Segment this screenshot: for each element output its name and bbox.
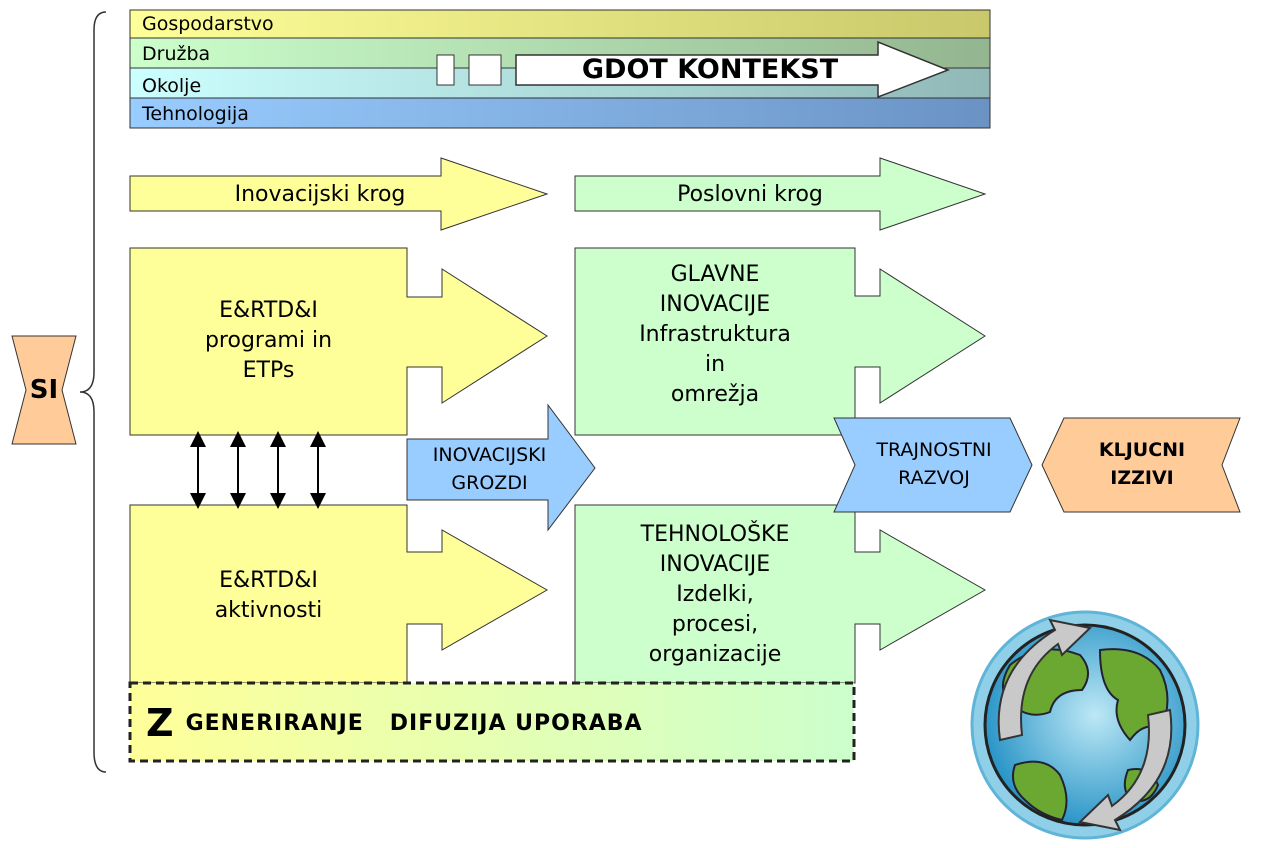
key-challenges-line-2: IZZIVI (1110, 467, 1174, 489)
programs-line-3: ETPs (242, 358, 295, 383)
si-label: SI (29, 375, 59, 405)
clusters-line-2: GROZDI (451, 472, 528, 494)
programs-line-1: E&RTD&I (219, 298, 318, 323)
activities-text: E&RTD&I aktivnosti (130, 566, 407, 626)
clusters-text: INOVACIJSKI GROZDI (407, 441, 572, 497)
band-label-druzba: Družba (130, 40, 990, 68)
bottom-phrase: GENERIRANJE DIFUZIJA UPORABA (185, 710, 643, 736)
band-text-gospodarstvo: Gospodarstvo (142, 13, 274, 35)
bottom-letter: Z (146, 701, 174, 745)
band-tehnologija (129, 97, 991, 129)
gdot-small-box-1 (436, 54, 455, 86)
band-text-tehnologija: Tehnologija (142, 103, 249, 125)
key-challenges-text: KLJUCNI IZZIVI (1054, 436, 1230, 492)
gdot-label: GDOT KONTEKST (581, 54, 839, 85)
major-line-1: GLAVNE (670, 262, 760, 287)
major-innovations-block (574, 247, 986, 436)
band-label-gospodarstvo: Gospodarstvo (130, 10, 990, 38)
band-gospodarstvo (129, 9, 991, 39)
innovation-cycle-label: Inovacijski krog (234, 182, 406, 207)
innovation-cycle-arrow (129, 157, 549, 231)
tech-line-4: procesi, (671, 612, 759, 637)
globe-icon (970, 610, 1200, 840)
gdot-small-box-2 (468, 54, 502, 86)
band-label-tehnologija: Tehnologija (130, 100, 990, 128)
tech-line-1: TEHNOLOŠKE (640, 522, 790, 547)
sustainable-line-2: RAZVOJ (898, 467, 970, 489)
business-cycle-arrow (574, 157, 987, 231)
major-innovations-text: GLAVNE INOVACIJE Infrastruktura in omrež… (575, 260, 855, 410)
left-brace (79, 11, 107, 773)
activities-line-1: E&RTD&I (219, 568, 318, 593)
business-cycle-label: Poslovni krog (677, 182, 823, 207)
gdot-arrow (515, 40, 951, 99)
tech-line-3: Izdelki, (676, 582, 754, 607)
programs-line-2: programi in (204, 328, 333, 353)
bottom-dashed-box (128, 681, 856, 763)
major-line-4: in (704, 352, 726, 377)
major-line-2: INOVACIJE (659, 292, 771, 317)
major-line-3: Infrastruktura (639, 322, 791, 347)
programs-block (129, 247, 548, 436)
bottom-text: Z GENERIRANJE DIFUZIJA UPORABA (146, 700, 846, 746)
si-chevron (11, 335, 77, 445)
key-challenges-line-1: KLJUCNI (1098, 439, 1186, 461)
sustainable-text: TRAJNOSTNI RAZVOJ (846, 436, 1022, 492)
clusters-line-1: INOVACIJSKI (432, 444, 547, 466)
activities-line-2: aktivnosti (214, 598, 323, 623)
tech-innovations-text: TEHNOLOŠKE INOVACIJE Izdelki, procesi, o… (575, 520, 855, 670)
band-label-okolje: Okolje (130, 72, 990, 100)
programs-text: E&RTD&I programi in ETPs (130, 296, 407, 386)
sustainable-line-1: TRAJNOSTNI (876, 439, 992, 461)
key-challenges-chevron (1041, 417, 1241, 513)
tech-line-5: organizacije (648, 642, 782, 667)
tech-line-2: INOVACIJE (659, 552, 771, 577)
band-text-druzba: Družba (142, 43, 211, 65)
major-line-5: omrežja (670, 382, 760, 407)
clusters-arrow (406, 403, 596, 532)
sustainable-chevron (833, 417, 1033, 513)
band-text-okolje: Okolje (142, 75, 202, 97)
